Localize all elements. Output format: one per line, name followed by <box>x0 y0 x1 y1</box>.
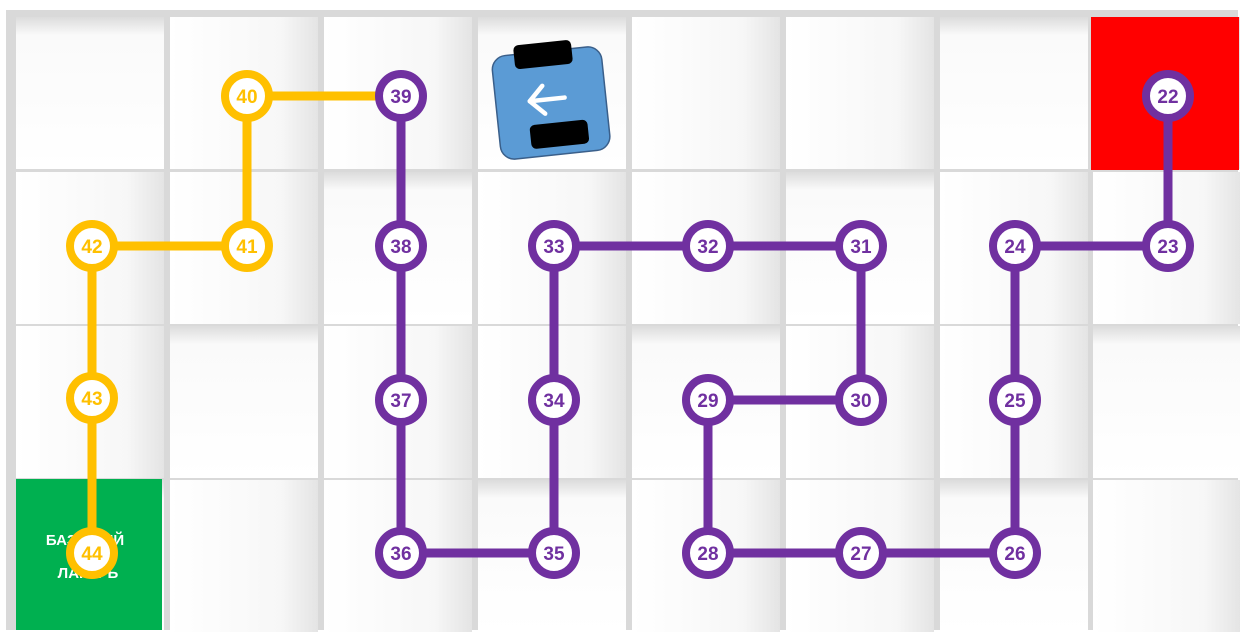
path-node-number: 25 <box>1004 391 1026 412</box>
path-node: 34 <box>528 374 580 426</box>
path-node: 40 <box>221 70 273 122</box>
path-node-circle <box>989 220 1041 272</box>
path-node-circle <box>835 527 887 579</box>
path-node: 43 <box>66 372 118 424</box>
path-node: 32 <box>682 220 734 272</box>
path-node-circle <box>66 220 118 272</box>
grid-cell <box>786 17 934 169</box>
path-node: 24 <box>989 220 1041 272</box>
path-node-circle <box>682 527 734 579</box>
path-node-circle <box>989 374 1041 426</box>
path-node-circle <box>989 527 1041 579</box>
path-node-circle <box>66 372 118 424</box>
path-node-circle <box>375 220 427 272</box>
path-node-number: 32 <box>697 237 718 258</box>
path-node-number: 42 <box>81 237 102 258</box>
path-node-circle <box>682 220 734 272</box>
path-node: 41 <box>221 220 273 272</box>
robot-wheel-top <box>513 40 573 70</box>
path-node: 27 <box>835 527 887 579</box>
grid-cell <box>1093 326 1240 478</box>
path-node: 28 <box>682 527 734 579</box>
grid-cell <box>1093 480 1240 632</box>
path-node-number: 31 <box>850 237 872 258</box>
grid-cell <box>170 480 318 632</box>
path-node-number: 33 <box>543 237 564 258</box>
path-node-number: 35 <box>543 544 565 565</box>
path-node: 26 <box>989 527 1041 579</box>
path-node-number: 26 <box>1004 544 1025 565</box>
path-node-circle <box>375 527 427 579</box>
path-node-number: 24 <box>1004 237 1026 258</box>
path-node-number: 34 <box>543 391 565 412</box>
path-node: 23 <box>1142 220 1194 272</box>
path-node: 29 <box>682 374 734 426</box>
path-node-circle <box>528 220 580 272</box>
path-node-number: 40 <box>236 87 257 108</box>
path-nodes: 22 23 24 25 26 27 28 29 30 31 32 33 34 35 36 37 38 39 40 41… <box>66 70 1194 579</box>
path-node-circle <box>221 70 273 122</box>
path-node-number: 43 <box>81 389 102 410</box>
grid-cell <box>16 17 164 169</box>
grid-cell <box>940 17 1088 169</box>
path-node-circle <box>528 374 580 426</box>
path-node-circle <box>835 220 887 272</box>
path-node-circle <box>682 374 734 426</box>
grid-cell <box>170 326 318 478</box>
path-node-circle <box>835 374 887 426</box>
robot-wheel-bottom <box>529 119 590 149</box>
path-node-circle <box>1142 220 1194 272</box>
path-node: 38 <box>375 220 427 272</box>
path-node: 35 <box>528 527 580 579</box>
path-node: 39 <box>375 70 427 122</box>
path-node-number: 44 <box>81 544 103 565</box>
path-node-circle <box>1142 70 1194 122</box>
path-node: 42 <box>66 220 118 272</box>
path-node-number: 29 <box>697 391 718 412</box>
path-node-number: 28 <box>697 544 718 565</box>
path-node: 22 <box>1142 70 1194 122</box>
path-node-number: 39 <box>390 87 411 108</box>
path-node-number: 30 <box>850 391 871 412</box>
path-node-number: 38 <box>390 237 411 258</box>
path-node-circle <box>66 527 118 579</box>
path-node: 36 <box>375 527 427 579</box>
path-node-number: 22 <box>1157 87 1178 108</box>
path-node-circle <box>375 70 427 122</box>
robot[interactable] <box>490 37 611 161</box>
path-node: 30 <box>835 374 887 426</box>
path-node-number: 36 <box>390 544 411 565</box>
path-node-circle <box>375 374 427 426</box>
path-node-circle <box>221 220 273 272</box>
path-node: 33 <box>528 220 580 272</box>
path-node: 31 <box>835 220 887 272</box>
path-node-number: 41 <box>236 237 258 258</box>
path-node-number: 27 <box>850 544 871 565</box>
path-node-number: 37 <box>390 391 411 412</box>
path-node: 44 <box>66 527 118 579</box>
path-node: 25 <box>989 374 1041 426</box>
path-node: 37 <box>375 374 427 426</box>
left-arrow-icon <box>527 83 567 116</box>
path-node-circle <box>528 527 580 579</box>
path-node-number: 23 <box>1157 237 1178 258</box>
grid-cell <box>632 17 780 169</box>
